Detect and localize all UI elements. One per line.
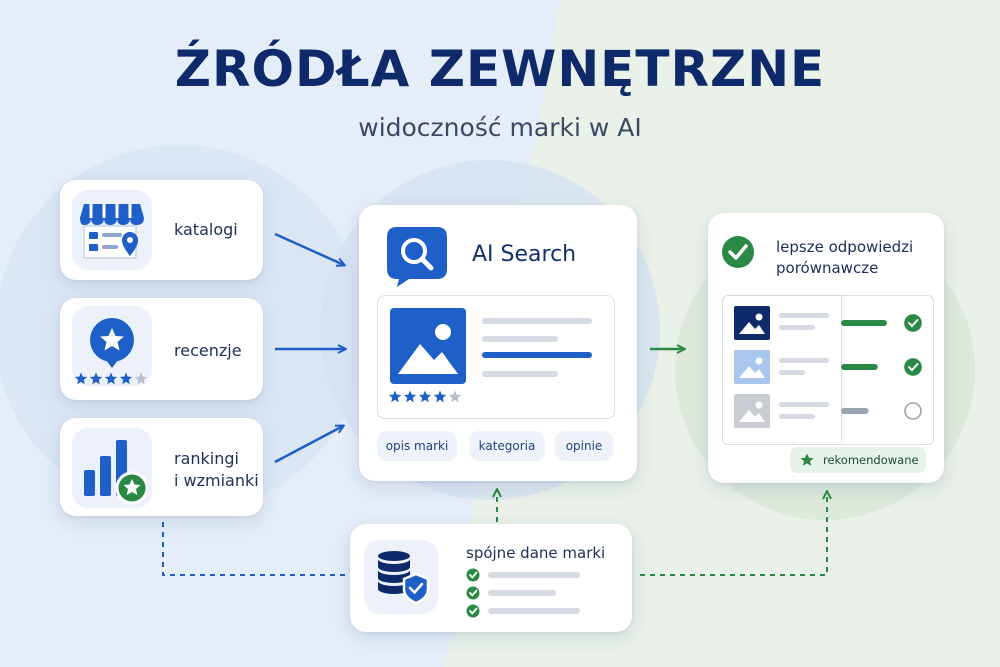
page-subtitle: widoczność marki w AI <box>358 113 642 142</box>
results-title-line1: lepsze odpowiedzi <box>776 238 914 256</box>
checkmark <box>469 571 478 579</box>
empty-star-icon <box>448 390 462 403</box>
checklist-line <box>488 590 556 596</box>
result-row-2-thumbnail <box>734 350 770 384</box>
result-line-2 <box>482 336 558 342</box>
checklist-line <box>488 608 580 614</box>
result-line-1 <box>482 318 592 324</box>
image-placeholder-icon <box>390 308 466 384</box>
brand-data-card: spójne dane marki <box>350 524 632 632</box>
result-score-bar <box>841 320 887 326</box>
result-row-3-thumbnail <box>734 394 770 428</box>
bar-chart-star-icon <box>72 428 152 508</box>
empty-circle-icon <box>904 402 922 420</box>
filled-star-icon <box>119 372 133 385</box>
filled-star-icon <box>74 372 88 385</box>
page-title: ŹRÓDŁA ZEWNĘTRZNE <box>174 40 826 98</box>
result-line-3 <box>482 371 558 377</box>
search-bubble-icon <box>387 227 447 287</box>
recommended-label: rekomendowane <box>823 453 919 467</box>
check-icon <box>466 586 480 600</box>
dashed-right-connector <box>640 490 832 576</box>
result-line-highlight <box>482 352 592 358</box>
check-icon <box>466 568 480 582</box>
brand-data-title: spójne dane marki <box>466 544 606 562</box>
ai-search-title: AI Search <box>472 242 577 267</box>
results-thumbnails-panel <box>723 296 842 442</box>
source-card-rankingi: rankingi i wzmianki <box>60 418 263 516</box>
result-row-3-line <box>779 402 829 407</box>
results-list <box>722 295 934 445</box>
check-circle-icon <box>722 236 754 268</box>
search-result-panel <box>377 295 615 419</box>
checkmark <box>469 607 478 615</box>
source-card-recenzje: recenzje <box>60 298 263 400</box>
arrow-rankingi <box>274 424 345 464</box>
tag-opinie: opinie <box>555 431 613 461</box>
results-card: lepsze odpowiedzi porównawcze <box>708 213 944 483</box>
ai-search-card: AI Search opis marki kategoria opinie <box>359 205 637 481</box>
filled-star-icon <box>89 372 103 385</box>
checkmark <box>469 589 478 597</box>
tag-kategoria: kategoria <box>469 431 545 461</box>
star-icon <box>800 453 814 466</box>
check-icon <box>466 604 480 618</box>
filled-star-icon <box>433 390 447 403</box>
result-row-2-line-short <box>779 370 805 375</box>
rating-stars <box>74 372 148 385</box>
result-row-1-thumbnail <box>734 306 770 340</box>
database-shield-icon <box>364 540 438 614</box>
filled-star-icon <box>104 372 118 385</box>
result-row-1-line <box>779 313 829 318</box>
brand-data-checklist <box>466 568 580 618</box>
empty-star-icon <box>134 372 148 385</box>
results-title-line2: porównawcze <box>776 259 879 277</box>
dashed-left-connector <box>162 522 345 576</box>
check-icon <box>904 358 922 376</box>
rating-stars <box>388 390 462 403</box>
result-row-3-line-short <box>779 414 815 419</box>
source-label-rankingi-line1: rankingi <box>174 449 239 468</box>
result-score-bar <box>841 408 869 414</box>
source-label-katalogi: katalogi <box>174 220 238 239</box>
arrow-katalogi <box>274 232 346 267</box>
filled-star-icon <box>403 390 417 403</box>
checkmark <box>908 319 919 328</box>
storefront-map-pin-icon <box>72 190 152 270</box>
recommended-badge: rekomendowane <box>790 447 926 473</box>
filled-star-icon <box>418 390 432 403</box>
checkmark <box>908 363 919 372</box>
result-score-bar <box>841 364 878 370</box>
tag-opis-marki: opis marki <box>377 431 457 461</box>
result-row-1-line-short <box>779 325 815 330</box>
star-badge-icon <box>72 306 152 386</box>
source-card-katalogi: katalogi <box>60 180 263 280</box>
result-row-2-line <box>779 358 829 363</box>
checklist-line <box>488 572 580 578</box>
source-label-rankingi-line2: i wzmianki <box>174 471 259 490</box>
source-label-recenzje: recenzje <box>174 341 242 360</box>
check-icon <box>904 314 922 332</box>
result-scores <box>841 314 922 420</box>
filled-star-icon <box>388 390 402 403</box>
